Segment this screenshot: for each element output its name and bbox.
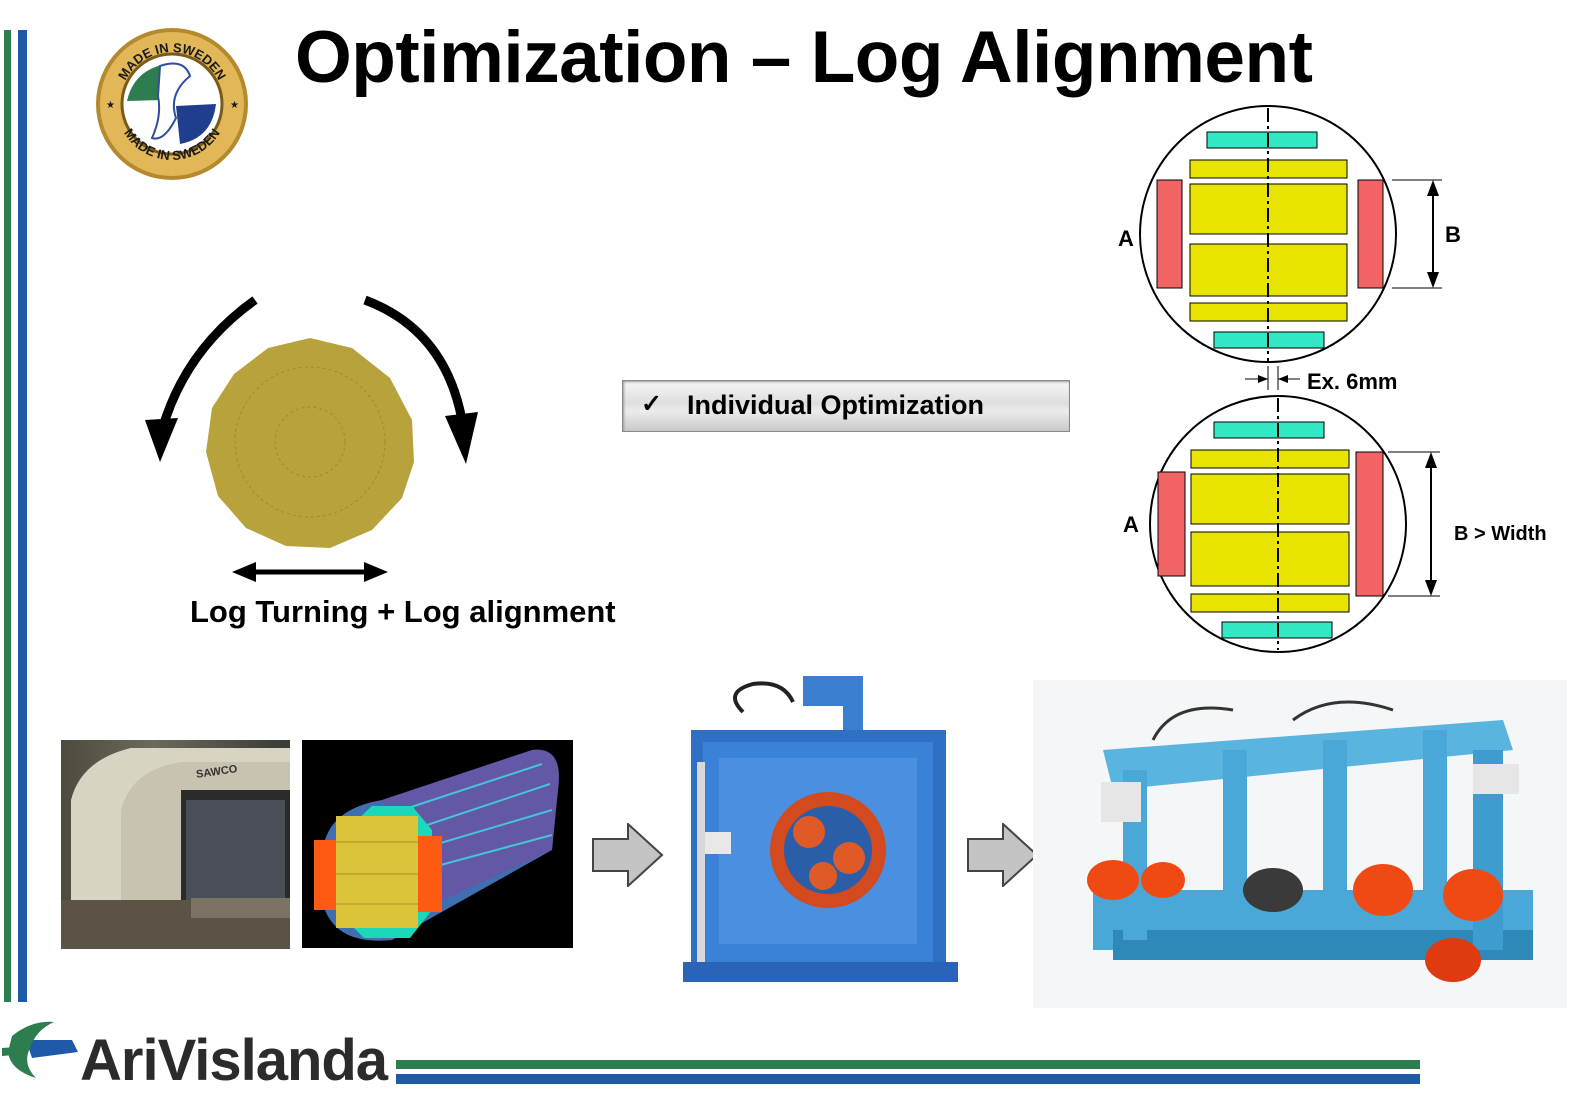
svg-text:★: ★ [230, 100, 239, 111]
log-turning-illustration [145, 295, 478, 582]
log-scan-3d-image [302, 740, 573, 948]
footer-blue-line [396, 1074, 1420, 1084]
log-end-shape [206, 338, 414, 548]
label-a-bottom: A [1123, 512, 1139, 537]
label-b-bottom: B > Width [1454, 523, 1547, 545]
left-green-bar [4, 30, 11, 1002]
flow-arrow-2-icon [967, 823, 1039, 887]
checkmark-icon: ✓ [641, 390, 662, 418]
top-log-pattern [1139, 105, 1442, 363]
individual-optimization-box: ✓ Individual Optimization [622, 380, 1070, 432]
arivislanda-logo-icon [2, 1021, 78, 1078]
scanner-photo: SAWCO [61, 740, 290, 949]
gap-indicator [1245, 366, 1300, 390]
svg-text:★: ★ [106, 100, 115, 111]
flow-arrow-1-icon [592, 823, 664, 887]
page-title: Optimization – Log Alignment [295, 17, 1313, 98]
rotate-right-arrow-icon [363, 295, 467, 421]
canter-machine-photo [1033, 680, 1567, 1008]
log-caption: Log Turning + Log alignment [190, 594, 616, 629]
log-rotator-machine-photo [683, 672, 958, 990]
left-blue-bar [18, 30, 27, 1002]
label-b-top: B [1445, 222, 1461, 247]
cutting-pattern-diagram [1139, 105, 1442, 653]
made-in-sweden-badge: MADE IN SWEDEN MADE IN SWEDEN ★ ★ [96, 28, 248, 180]
footer-green-line [396, 1060, 1420, 1069]
individual-optimization-label: Individual Optimization [687, 390, 984, 420]
gap-label: Ex. 6mm [1307, 369, 1398, 394]
bottom-log-pattern [1149, 395, 1440, 653]
brand-name: AriVislanda [80, 1028, 388, 1093]
label-a-top: A [1118, 226, 1134, 251]
rotate-left-arrow-icon [157, 296, 258, 432]
